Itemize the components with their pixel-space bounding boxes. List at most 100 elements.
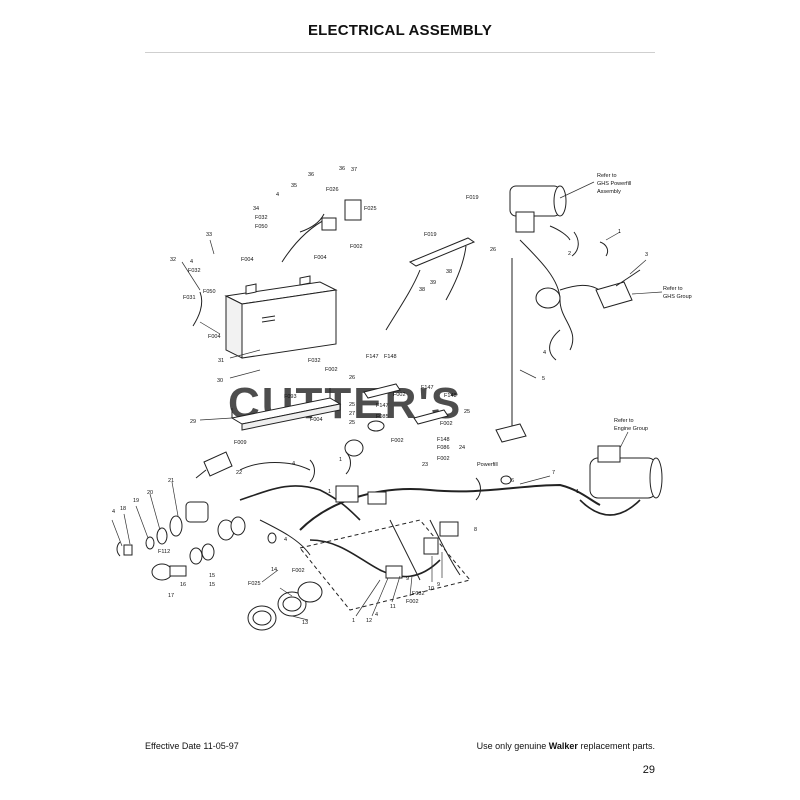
brand-name: Walker [548,741,578,751]
callout: F002 [437,456,450,462]
callout: F112 [158,549,170,555]
callout: 4 [543,350,546,356]
callout: Powerfill [477,462,498,468]
callout: 24 [459,445,465,451]
callout: 27 [349,411,355,417]
callout: 15 [209,582,215,588]
callout: 32 [170,257,176,263]
part-callouts: 33 4 32 F032 F050 F031 F004 31 30 29 F00… [112,166,648,626]
callout: 16 [180,582,186,588]
callout: F002 [325,367,338,373]
svg-text:GHS Group: GHS Group [663,294,692,300]
gauges [247,581,323,631]
callout: 4 [375,612,378,618]
callout: 7 [552,470,555,476]
callout: 5 [542,376,545,382]
callout: F032 [255,215,268,221]
callout: 25 [464,409,470,415]
callout: F147 [366,354,379,360]
callout: 3 [645,252,648,258]
callout: F148 [444,393,457,399]
callout: 29 [190,419,196,425]
bracket-39 [408,237,476,267]
callout: 4 [284,537,287,543]
callout: 25 [349,402,355,408]
callout: 22 [236,470,242,476]
ghs-motor [509,185,571,241]
rod-38b [445,245,467,301]
callout: 38 [446,269,452,275]
callout: F002 [393,392,406,398]
callout: F085 [376,414,389,420]
switch-plate [595,281,633,309]
motor-cap [535,287,561,309]
callout: F002 [440,421,453,427]
notice-suffix: replacement parts. [580,741,655,751]
callout: F025 [248,581,261,587]
callout: 9 [406,576,409,582]
callout: 30 [217,378,223,384]
svg-text:Engine Group: Engine Group [614,426,648,432]
battery-cable-pos [192,291,203,327]
callout: F004 [241,257,254,263]
page-title: ELECTRICAL ASSEMBLY [307,22,493,39]
callout: F031 [183,295,196,301]
callout: 36 [339,166,345,172]
callout: 19 [133,498,139,504]
callout: 4 [276,192,279,198]
callout: F002 [292,568,305,574]
battery-tray [230,388,342,431]
callout: F025 [364,206,377,212]
callout: 17 [168,593,174,599]
callout: F050 [255,224,268,230]
relay-wire [299,213,325,233]
callout: F019 [424,232,437,238]
callout: 26 [490,247,496,253]
callout: F032 [188,268,201,274]
callout: 31 [218,358,224,364]
ref-engine-group: Refer to [614,418,634,424]
starter-motor [589,445,663,499]
callout: 11 [390,604,396,610]
callout: F147 [376,403,389,409]
callout: F148 [437,437,450,443]
callout: 4 [190,259,193,265]
callout: F086 [437,445,450,451]
callout: 4 [112,509,115,515]
page-number: 29 [642,764,655,776]
callout: 37 [351,167,357,173]
callout: 8 [474,527,477,533]
callout: 34 [253,206,259,212]
callout: 10 [428,586,434,592]
fuse-holder-22 [195,451,233,479]
callout: 6 [511,478,514,484]
callout: 26 [349,375,355,381]
replacement-notice: Use only genuine Walker replacement part… [477,741,655,751]
callout: F050 [203,289,216,295]
callout: 38 [419,287,425,293]
callout: F004 [310,417,323,423]
effective-date: Effective Date 11-05-97 [145,741,239,751]
solenoid [344,199,362,221]
callout: 4 [292,461,295,467]
callout: 2 [568,251,571,257]
callout: F032 [308,358,321,364]
dash-panel [299,519,471,611]
callout: 36 [308,172,314,178]
callout: 33 [206,232,212,238]
callout: F026 [326,187,339,193]
callout: 14 [271,567,277,573]
connector-21 [185,501,209,523]
callout: 18 [120,506,126,512]
callout: 39 [430,280,436,286]
callout: F032 [412,591,425,597]
svg-text:GHS Powerfill: GHS Powerfill [597,181,631,187]
callout: F002 [350,244,363,250]
callout: 25 [349,420,355,426]
callout: 1 [339,457,342,463]
ref-ghs-group: Refer to [663,286,683,292]
callout: 13 [302,620,308,626]
callout: F019 [466,195,479,201]
callout: 1 [328,489,331,495]
